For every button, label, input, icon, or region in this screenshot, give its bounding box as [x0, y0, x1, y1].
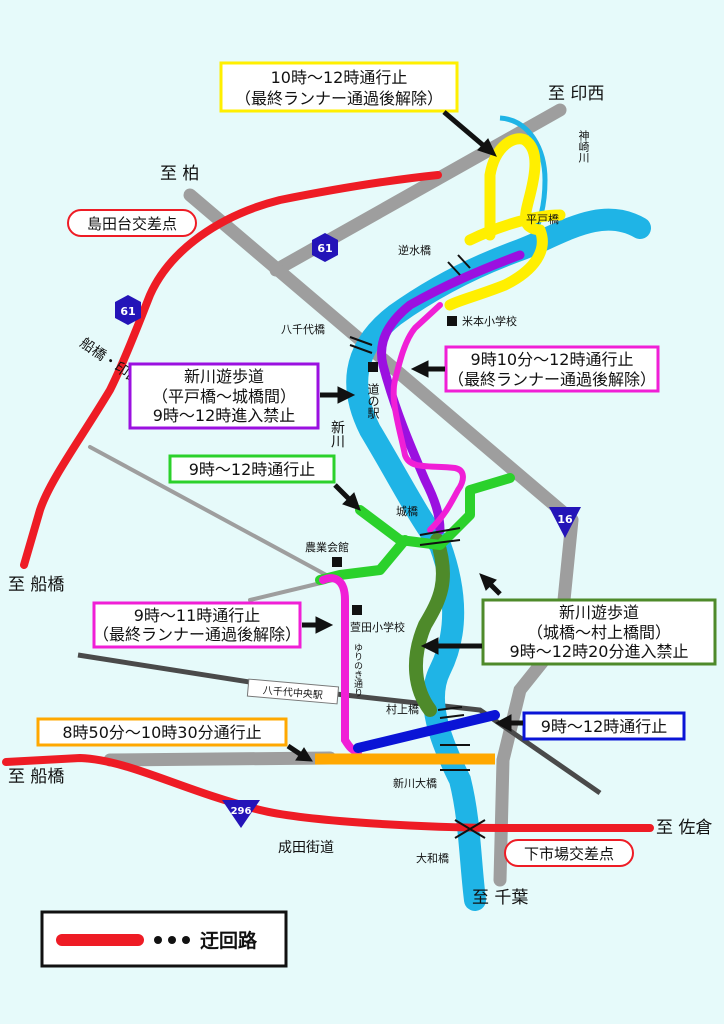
- notice-orange: 8時50分～10時30分通行止: [36, 717, 288, 747]
- svg-text:9時10分～12時通行止: 9時10分～12時通行止: [471, 350, 634, 369]
- route-shield-296: 296: [222, 800, 260, 828]
- nogyo-kaikan-marker: [332, 557, 342, 567]
- closure-magenta-upper: [390, 302, 466, 533]
- svg-text:新川遊歩道: 新川遊歩道: [559, 603, 639, 622]
- legend: 迂回路: [40, 910, 288, 968]
- svg-text:新川遊歩道: 新川遊歩道: [184, 367, 264, 386]
- notice-magenta-yonemoto: 9時10分～12時通行止 （最終ランナー通過後解除）: [444, 345, 660, 393]
- closure-purple: [377, 250, 525, 535]
- label-yachiyo-bridge: 八千代橋: [281, 322, 325, 336]
- svg-text:（城橋～村上橋間）: （城橋～村上橋間）: [527, 623, 671, 642]
- closure-magenta-lower: [319, 574, 362, 756]
- label-yurinoki: ゆりのき通り: [352, 643, 363, 697]
- svg-text:（平戸橋～城橋間）: （平戸橋～城橋間）: [152, 387, 296, 406]
- direction-chiba: 至 千葉: [472, 888, 528, 908]
- svg-text:（最終ランナー通過後解除）: （最終ランナー通過後解除）: [93, 625, 301, 644]
- bridge-markers: [349, 254, 486, 839]
- route-shield-61-left: 61: [115, 295, 141, 325]
- detour-routes: [2, 171, 654, 832]
- road-gray-thin-south: [248, 580, 327, 602]
- direction-inzai: 至 印西: [548, 84, 604, 104]
- label-hirato-bridge: 平戸橋: [526, 212, 559, 226]
- label-murakami-bridge: 村上橋: [386, 702, 419, 716]
- railway-line: [77, 652, 602, 796]
- label-jo-bridge: 城橋: [396, 504, 418, 518]
- station-yachiyo-chuo: 八千代中央駅: [246, 678, 340, 705]
- route-shield-61-top: 61: [312, 233, 338, 262]
- notice-blue: 9時～12時通行止: [522, 711, 686, 741]
- label-gyakusui-bridge: 逆水橋: [398, 243, 431, 257]
- route-61-left-label: 61: [120, 305, 135, 318]
- label-shinkawa: 新川: [329, 420, 345, 448]
- route-296-label: 296: [231, 806, 252, 817]
- label-nogyo-kaikan: 農業会館: [305, 540, 349, 554]
- shinkawa-river: [346, 208, 651, 911]
- notice-arrows: [286, 110, 523, 762]
- label-michinoeki: 道の駅: [366, 383, 380, 420]
- road-gray-thin-west: [88, 445, 332, 579]
- label-kayata-school: 萱田小学校: [350, 620, 405, 634]
- direction-kashiwa: 至 柏: [160, 164, 199, 184]
- svg-text:（最終ランナー通過後解除）: （最終ランナー通過後解除）: [448, 370, 656, 389]
- closure-darkgreen: [408, 533, 450, 717]
- notice-purple-promenade: 新川遊歩道 （平戸橋～城橋間） 9時～12時進入禁止: [128, 362, 320, 430]
- yonemoto-school-marker: [447, 316, 457, 326]
- kayata-school-marker: [352, 605, 362, 615]
- direction-funabashi-west: 至 船橋: [8, 575, 64, 595]
- svg-text:10時～12時通行止: 10時～12時通行止: [271, 68, 408, 87]
- notice-magenta-yurinoki: 9時～11時通行止 （最終ランナー通過後解除）: [92, 601, 302, 649]
- direction-funabashi-south: 至 船橋: [8, 767, 64, 787]
- kanzaki-river: [499, 115, 548, 242]
- intersection-shimadadai: 島田台交差点: [67, 209, 197, 237]
- notice-darkgreen-promenade: 新川遊歩道 （城橋～村上橋間） 9時～12時20分進入禁止: [481, 598, 717, 666]
- label-narita-kaido: 成田街道: [278, 840, 334, 856]
- svg-text:島田台交差点: 島田台交差点: [87, 215, 177, 233]
- label-yamato-bridge: 大和橋: [416, 851, 449, 865]
- svg-text:9時～11時通行止: 9時～11時通行止: [134, 606, 261, 625]
- detour-narita: [2, 754, 654, 832]
- svg-text:8時50分～10時30分通行止: 8時50分～10時30分通行止: [62, 723, 261, 742]
- svg-text:9時～12時進入禁止: 9時～12時進入禁止: [153, 406, 296, 425]
- direction-sakura: 至 佐倉: [656, 818, 712, 838]
- closure-yellow: [444, 133, 566, 311]
- notice-yellow: 10時～12時通行止 （最終ランナー通過後解除）: [219, 61, 459, 113]
- svg-text:（最終ランナー通過後解除）: （最終ランナー通過後解除）: [235, 89, 443, 108]
- svg-text:9時～12時通行止: 9時～12時通行止: [541, 717, 668, 736]
- legend-label: 迂回路: [200, 929, 258, 952]
- label-kanzaki-river: 神崎川: [557, 129, 590, 163]
- detour-shimadadai: [20, 171, 442, 569]
- label-yonemoto-school: 米本小学校: [462, 314, 517, 328]
- route-shield-16: 16: [549, 507, 581, 538]
- road-narita-west: [103, 751, 337, 767]
- svg-text:9時～12時通行止: 9時～12時通行止: [189, 460, 316, 479]
- svg-text:9時～12時20分進入禁止: 9時～12時20分進入禁止: [510, 642, 689, 661]
- closure-blue: [353, 710, 500, 753]
- intersection-shimoichiba: 下市場交差点: [504, 839, 634, 867]
- route-61-top-label: 61: [317, 242, 332, 255]
- notice-green: 9時～12時通行止: [168, 454, 336, 484]
- route-16-label: 16: [557, 513, 573, 526]
- label-shinkawa-ohashi: 新川大橋: [393, 776, 437, 790]
- svg-text:下市場交差点: 下市場交差点: [524, 845, 614, 863]
- michinoeki-marker: [368, 362, 378, 372]
